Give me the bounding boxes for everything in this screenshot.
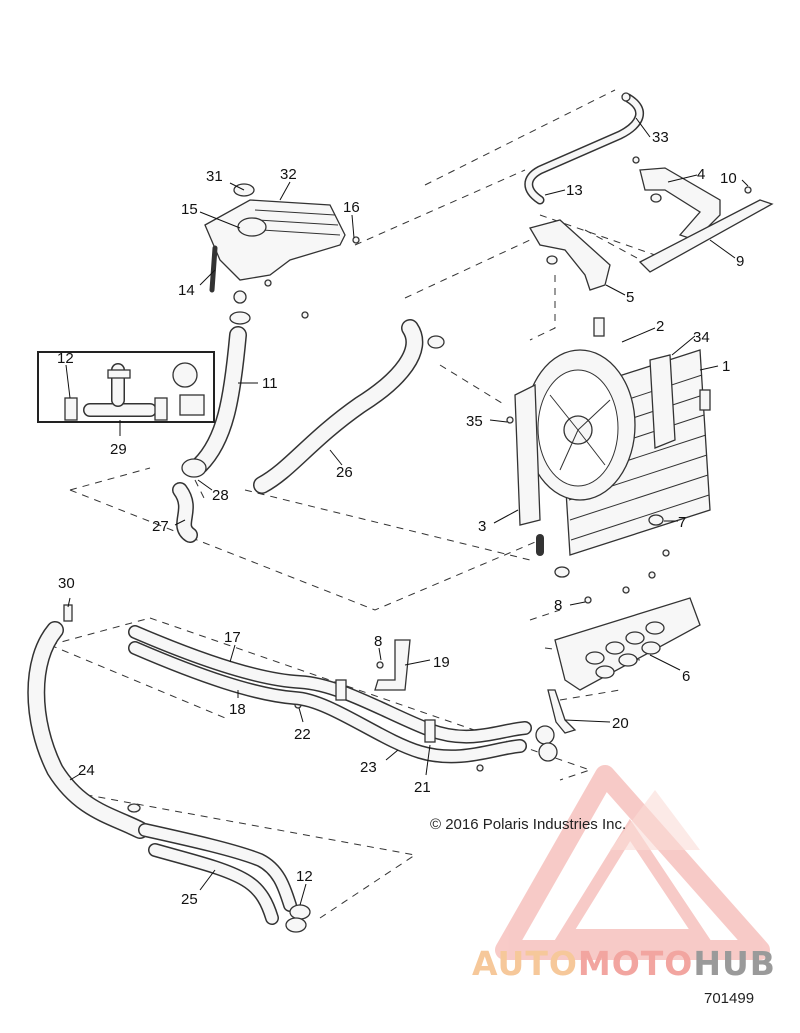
callout-10: 10: [720, 170, 737, 187]
part-25-pipes: [138, 823, 311, 933]
callout-4: 4: [697, 166, 705, 183]
part-10-screw: [744, 186, 752, 194]
callout-15: 15: [181, 201, 198, 218]
callout-26: 26: [336, 464, 353, 481]
part-2-fan: [514, 317, 636, 526]
callout-27: 27: [152, 518, 169, 535]
part-20-bracket: [547, 689, 577, 734]
callout-8b: 8: [374, 633, 382, 650]
part-17-18-pipes: [128, 625, 558, 764]
brand-auto: AUTO: [472, 944, 578, 983]
callout-14: 14: [178, 282, 195, 299]
callout-28: 28: [212, 487, 229, 504]
watermark-brand: AUTOMOTOHUB: [472, 944, 776, 983]
part-24-hose: [27, 604, 149, 839]
part-6-plate: [554, 597, 701, 691]
inset-box: [37, 351, 215, 423]
callout-34: 34: [693, 329, 710, 346]
callout-24: 24: [78, 762, 95, 779]
callout-7: 7: [678, 514, 686, 531]
callout-labels: 1 2 3 4 5 6 7 8 8 9 10 11 12 12 13 14 15…: [57, 129, 744, 908]
callout-11: 11: [262, 375, 278, 392]
callout-22: 22: [294, 726, 311, 743]
part-27-28-hoses: [172, 458, 207, 543]
callout-18: 18: [229, 701, 246, 718]
part-33-hose: [524, 92, 645, 205]
callout-6: 6: [682, 668, 690, 685]
copyright-text: © 2016 Polaris Industries Inc.: [430, 816, 627, 833]
part-11-hose: [191, 311, 251, 474]
callout-21: 21: [414, 779, 431, 796]
callout-31: 31: [206, 168, 223, 185]
callout-12b: 12: [296, 868, 313, 885]
fasteners: [264, 236, 670, 772]
callout-25: 25: [181, 891, 198, 908]
brand-hub: HUB: [693, 944, 776, 983]
callout-9: 9: [736, 253, 744, 270]
callout-16: 16: [343, 199, 360, 216]
drawing-number: 701499: [704, 990, 755, 1007]
callout-19: 19: [433, 654, 450, 671]
callout-20: 20: [612, 715, 629, 732]
part-34-bracket: [649, 354, 676, 449]
callout-30: 30: [58, 575, 75, 592]
watermark-logo: [495, 765, 770, 960]
leader-lines: [65, 117, 749, 906]
callout-32: 32: [280, 166, 297, 183]
brand-moto: MOTO: [577, 944, 694, 983]
callout-35: 35: [466, 413, 483, 430]
callout-17: 17: [224, 629, 241, 646]
callout-2: 2: [656, 318, 664, 335]
part-19-bracket: [374, 639, 411, 691]
part-32-reservoir: [204, 183, 346, 304]
callout-1: 1: [722, 358, 730, 375]
callout-12a: 12: [57, 350, 74, 367]
callout-33: 33: [652, 129, 669, 146]
part-9-strip: [638, 199, 774, 273]
callout-3: 3: [478, 518, 486, 535]
callout-13: 13: [566, 182, 583, 199]
callout-8a: 8: [554, 597, 562, 614]
callout-5: 5: [626, 289, 634, 306]
callout-23: 23: [360, 759, 377, 776]
callout-29: 29: [110, 441, 127, 458]
part-26-hose: [253, 319, 445, 494]
part-5-bracket: [529, 219, 611, 291]
